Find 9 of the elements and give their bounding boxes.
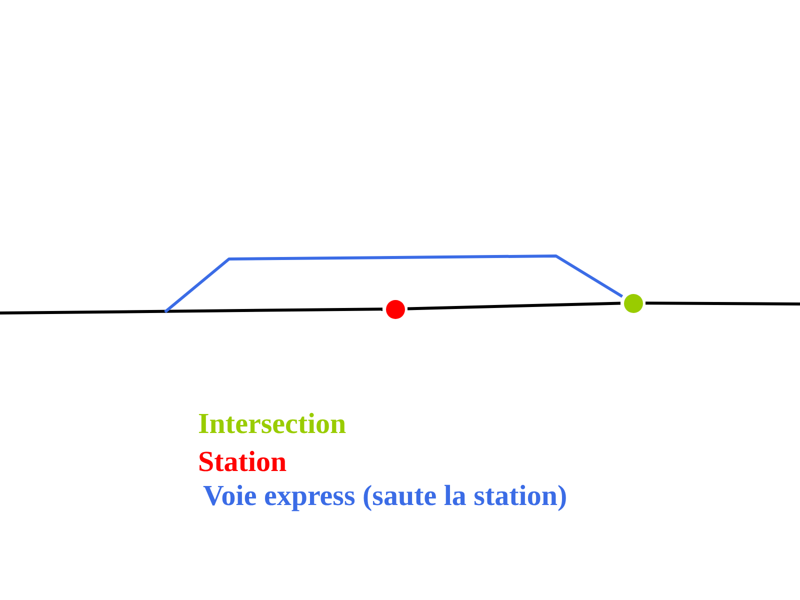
express-track-line (164, 254, 624, 314)
track-line (0, 308, 383, 314)
junction-dot (624, 294, 642, 312)
legend-label: Intersection (198, 408, 346, 440)
legend-label: Voie express (saute la station) (203, 480, 568, 512)
track-line (407, 302, 621, 310)
track-line (646, 302, 800, 306)
legend-label: Station (198, 446, 287, 478)
station-dot (386, 300, 404, 318)
